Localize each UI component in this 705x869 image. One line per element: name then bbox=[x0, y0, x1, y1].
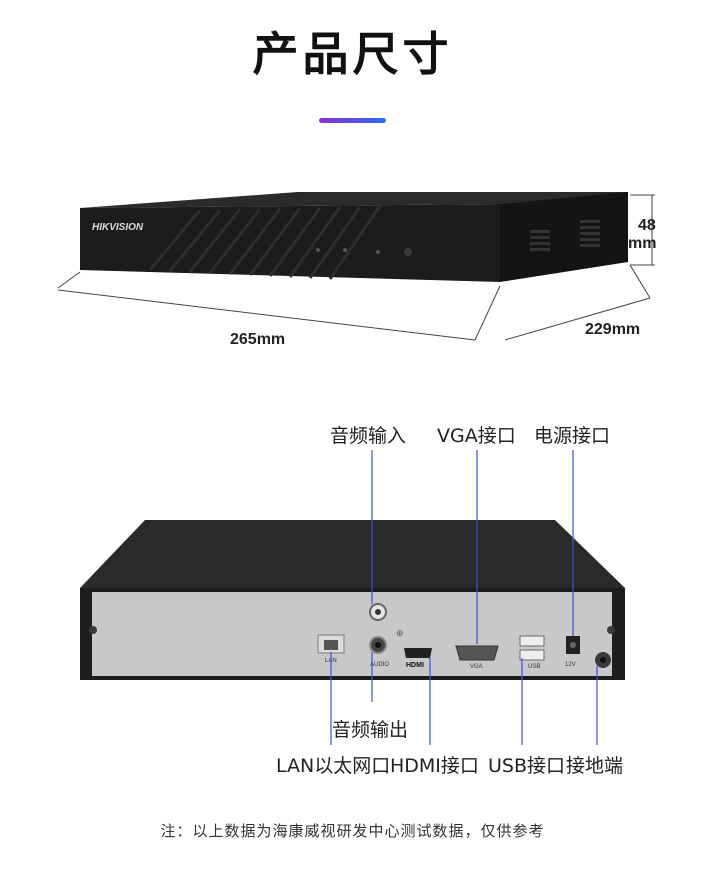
callout-audio-out: 音频输出 bbox=[332, 719, 409, 741]
hdmi-port bbox=[404, 648, 432, 658]
rear-panel-plate bbox=[92, 592, 612, 676]
usb-port-label: USB bbox=[528, 664, 540, 670]
callout-lines bbox=[330, 450, 598, 745]
dimension-lines bbox=[57, 194, 655, 341]
ground-symbol: ⊕ bbox=[396, 628, 404, 638]
usb-ports bbox=[519, 635, 545, 661]
power-port bbox=[566, 636, 580, 654]
depth-dimension-label: 229mm bbox=[585, 321, 640, 338]
callout-power: 电源接口 bbox=[534, 425, 611, 447]
vga-port-label: VGA bbox=[470, 664, 483, 670]
hdmi-port-label: HDMI bbox=[406, 662, 424, 669]
device-front-face bbox=[80, 204, 500, 282]
ground-terminal bbox=[595, 652, 611, 668]
callout-hdmi: HDMI接口 bbox=[390, 755, 479, 777]
device-side-face bbox=[500, 192, 628, 282]
front-view-illustration: HIKVISION 265mm 229mm 48 mm bbox=[57, 192, 656, 348]
page-title: 产品尺寸 bbox=[252, 27, 453, 81]
title-accent-bar bbox=[319, 118, 386, 123]
front-stripe-pattern bbox=[148, 205, 382, 280]
front-led bbox=[376, 250, 380, 254]
vga-port bbox=[455, 645, 499, 661]
device-top-surface bbox=[80, 520, 625, 588]
lan-port bbox=[317, 634, 345, 654]
brand-logo: HIKVISION bbox=[92, 222, 144, 233]
front-led bbox=[343, 248, 347, 252]
power-port-label: 12V bbox=[565, 662, 576, 668]
side-vents bbox=[530, 220, 600, 251]
screw-icon bbox=[89, 626, 97, 634]
screw-icon bbox=[607, 626, 615, 634]
callout-vga: VGA接口 bbox=[437, 425, 516, 447]
device-top-surface bbox=[80, 192, 628, 208]
callout-usb: USB接口 bbox=[488, 755, 566, 777]
callout-audio-in: 音频输入 bbox=[330, 425, 407, 447]
audio-out-port bbox=[369, 636, 387, 654]
front-led bbox=[316, 248, 320, 252]
audio-in-port bbox=[369, 603, 387, 621]
front-button bbox=[404, 248, 412, 256]
height-dimension-unit: mm bbox=[628, 235, 656, 252]
audio-port-label: AUDIO bbox=[370, 662, 389, 668]
rear-view-illustration: LAN AUDIO ⊕ HDMI VGA USB 12V bbox=[80, 450, 625, 745]
width-dimension-label: 265mm bbox=[230, 331, 285, 348]
footnote: 注：以上数据为海康威视研发中心测试数据，仅供参考 bbox=[160, 822, 545, 840]
callout-lan: LAN以太网口 bbox=[276, 755, 391, 777]
height-dimension-value: 48 bbox=[638, 217, 656, 234]
callout-ground: 接地端 bbox=[566, 755, 624, 777]
